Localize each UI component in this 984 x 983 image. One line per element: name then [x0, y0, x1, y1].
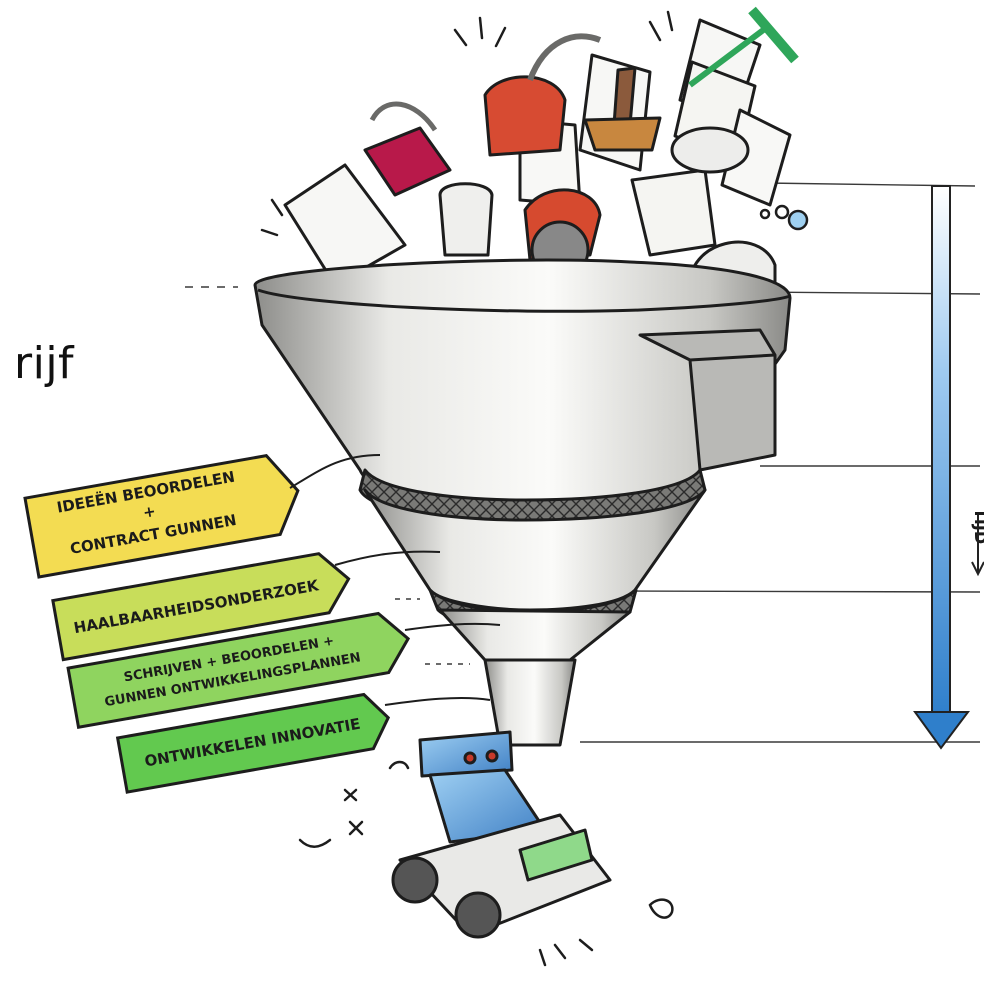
squeegee-blade: [748, 6, 799, 64]
funnel-neck: [438, 608, 632, 662]
input-objects: [283, 6, 799, 304]
document-sketch: [630, 168, 717, 257]
funnel-cone: [363, 488, 707, 612]
robot-wheel: [391, 856, 439, 904]
vacuum-hose: [527, 33, 602, 82]
label-connectors: [289, 454, 501, 706]
device-sketch: [438, 182, 494, 257]
stage-label-1-line-2: +: [142, 502, 158, 522]
vacuum-hose: [369, 101, 438, 132]
partial-slide-text: rijf: [14, 338, 75, 389]
motion-marks: [260, 10, 809, 237]
stage-label-1: IDEEËN BEOORDELEN + CONTRACT GUNNEN: [23, 454, 300, 579]
broom-handle: [612, 66, 637, 127]
output-robot: [391, 730, 612, 939]
guide-line-stage-2: [609, 590, 981, 593]
robot-wheel: [454, 891, 502, 939]
funnel-rim-front: [257, 288, 791, 313]
stage-labels: IDEEËN BEOORDELEN + CONTRACT GUNNEN HAAL…: [23, 454, 411, 794]
time-axis-mini-arrow: [971, 515, 984, 577]
time-arrow-shaft: [931, 185, 951, 717]
time-arrow-head: [913, 711, 970, 750]
vacuum-cleaner-magenta: [363, 126, 452, 197]
funnel-spout: [483, 658, 577, 747]
robot-sparkles: [298, 760, 674, 967]
robot-display-green: [518, 828, 594, 882]
time-axis: TIJD: [913, 185, 984, 750]
broom-head: [583, 116, 662, 152]
vacuum-cleaner-red: [483, 75, 567, 157]
document-sketch: [283, 163, 407, 287]
squeegee-handle: [688, 22, 772, 88]
robot-vacuum: [670, 126, 750, 174]
funnel: [253, 258, 792, 747]
